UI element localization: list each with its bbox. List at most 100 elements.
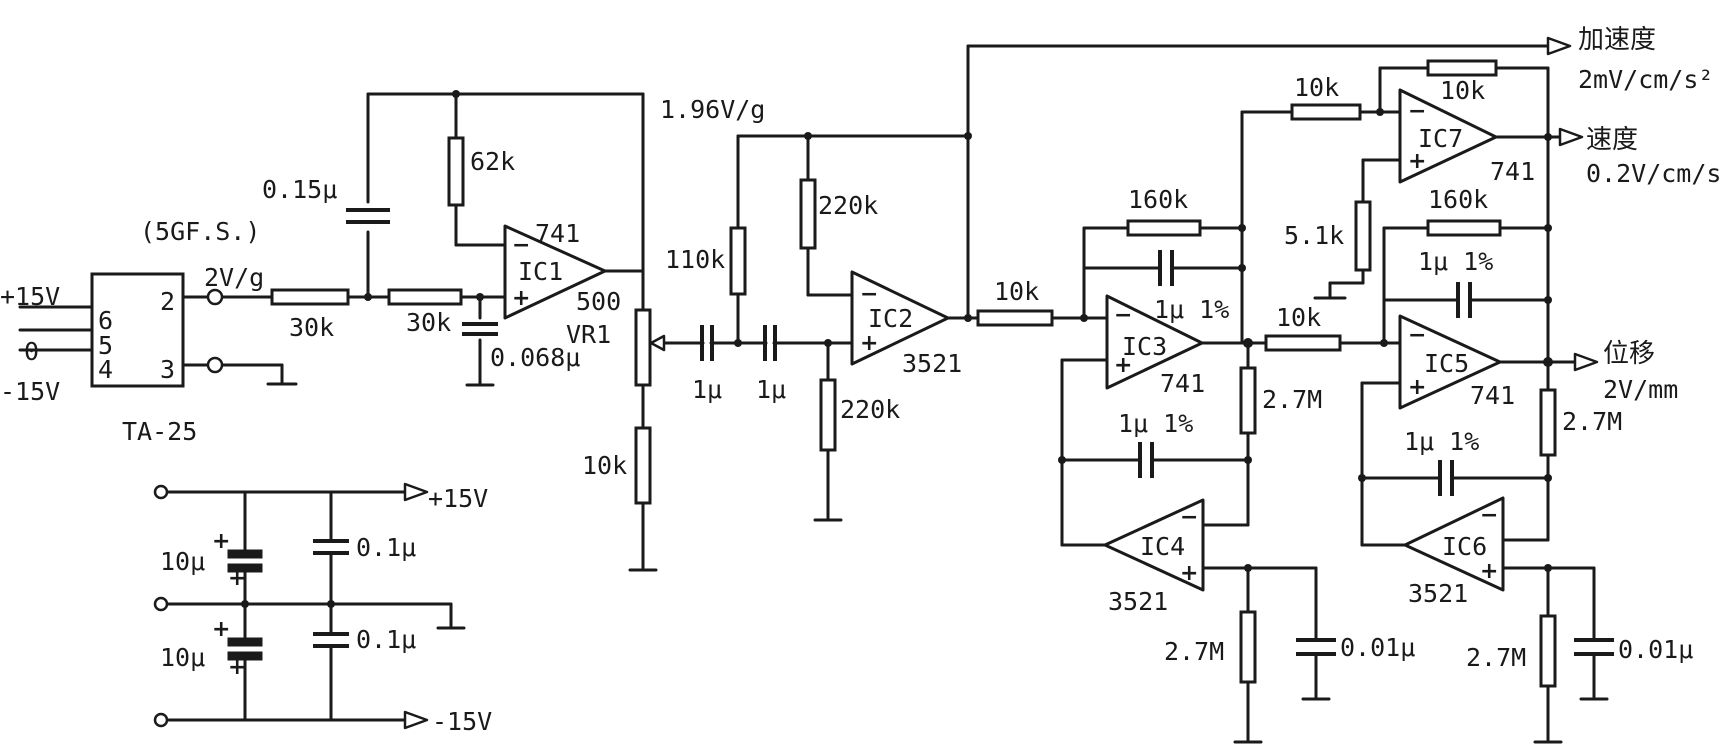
- ic6-type: 3521: [1408, 579, 1468, 608]
- ic2-plus: +: [860, 331, 878, 356]
- wires: [18, 44, 1609, 744]
- c3-label: 1μ: [692, 375, 722, 404]
- r7-label: 220k: [840, 395, 900, 424]
- resistor-r9: [1126, 219, 1202, 237]
- ic6-minus: −: [1480, 503, 1498, 528]
- ic1-label: IC1: [518, 257, 563, 286]
- stage1: 30k 30k 0.15μ 62k 0.068μ − + IC1 741 500…: [262, 95, 765, 505]
- resistor-r18: [1539, 614, 1557, 688]
- ic2-type: 3521: [902, 349, 962, 378]
- cap-p3-label: 0.1μ: [356, 533, 416, 562]
- opamp-ic5: [1398, 314, 1502, 410]
- supply-zero-label: 0: [24, 337, 39, 366]
- cap-p1-plus: +: [212, 529, 230, 554]
- ic5-minus: −: [1408, 323, 1426, 348]
- r14-label: 5.1k: [1284, 221, 1344, 250]
- c9-label: 1μ 1%: [1404, 427, 1479, 456]
- cap-p1-plus2: +: [228, 566, 246, 591]
- resistor-r10: [1239, 366, 1257, 435]
- pot-vr1: [634, 308, 652, 387]
- resistor-r16: [1426, 219, 1502, 237]
- supply-minus15-label: -15V: [0, 377, 60, 406]
- ic6-plus: +: [1480, 559, 1498, 584]
- resistor-r5: [729, 226, 747, 296]
- r2-label: 30k: [406, 308, 451, 337]
- opamp-ic4: [1103, 498, 1205, 592]
- opamp-ic7: [1398, 88, 1498, 184]
- r4-label: 10k: [582, 451, 627, 480]
- ic1-type: 741: [535, 219, 580, 248]
- resistor-r15: [1264, 334, 1342, 352]
- cap-p1-bottom: [227, 563, 263, 573]
- power-neg-terminal: [153, 712, 169, 728]
- r3-label: 62k: [470, 147, 515, 176]
- power-gnd-terminal: [153, 596, 169, 612]
- ic5-type: 741: [1470, 381, 1515, 410]
- resistor-r14: [1354, 200, 1372, 272]
- resistor-r2: [387, 288, 463, 306]
- velocity-arrow-icon: [1558, 127, 1584, 147]
- c7-label: 0.01μ: [1340, 633, 1415, 662]
- neg-arrow-icon: [403, 710, 429, 730]
- sensor-ta25: 6 5 4 2 3 TA-25 (5GF.S.) 2V/g +15V 0 -15…: [0, 217, 264, 446]
- r1-label: 30k: [289, 313, 334, 342]
- r16-label: 160k: [1428, 185, 1488, 214]
- junctions: [241, 90, 1553, 608]
- cap-p2-label: 10μ: [160, 643, 205, 672]
- sensor-pin-6: 6: [98, 306, 113, 335]
- stage3: 10k 160k 1μ 1% − + IC3 741 2.7M 1μ 1% − …: [976, 185, 1415, 684]
- opamp-ic2: [850, 270, 950, 366]
- ic4-minus: −: [1180, 505, 1198, 530]
- resistor-r12: [1290, 103, 1362, 121]
- cap-p2-bottom: [227, 651, 263, 661]
- sensor-ground-terminal: [206, 356, 224, 374]
- ic2-minus: −: [860, 282, 878, 307]
- r12-label: 10k: [1294, 73, 1339, 102]
- r11-label: 2.7M: [1164, 637, 1224, 666]
- resistor-r8: [976, 309, 1054, 327]
- c2-label: 0.068μ: [490, 343, 580, 372]
- ic3-minus: −: [1114, 303, 1132, 328]
- pot-value: 500: [576, 287, 621, 316]
- pos-arrow-icon: [403, 482, 429, 502]
- velocity-label: 速度: [1586, 125, 1638, 155]
- sensor-range: (5GF.S.): [140, 217, 260, 246]
- r9-label: 160k: [1128, 185, 1188, 214]
- supply-plus15-label: +15V: [0, 282, 60, 311]
- ic1-plus: +: [512, 286, 530, 311]
- pot-wiper-arrow: [649, 334, 666, 352]
- ic3-label: IC3: [1122, 332, 1167, 361]
- cap-p2-plus: +: [212, 617, 230, 642]
- ic4-type: 3521: [1108, 587, 1168, 616]
- sensor-sensitivity: 2V/g: [204, 263, 264, 292]
- r13-label: 10k: [1440, 76, 1485, 105]
- cap-p4-label: 0.1μ: [356, 625, 416, 654]
- sensor-pin-2: 2: [160, 287, 175, 316]
- acceleration-label: 加速度: [1578, 25, 1656, 55]
- neg-label: -15V: [432, 707, 492, 736]
- sensor-name: TA-25: [122, 417, 197, 446]
- resistor-r13: [1426, 59, 1498, 77]
- sensor-body: [90, 272, 185, 388]
- ic5-plus: +: [1408, 375, 1426, 400]
- cap-p1-top: [227, 549, 263, 559]
- resistor-r1: [270, 288, 350, 306]
- ic7-label: IC7: [1418, 124, 1463, 153]
- ic5-label: IC5: [1424, 349, 1469, 378]
- r15-label: 10k: [1276, 303, 1321, 332]
- ic3-plus: +: [1114, 353, 1132, 378]
- ic7-minus: −: [1408, 99, 1426, 124]
- outputs: 加速度 2mV/cm/s² 速度 0.2V/cm/s 位移 2V/mm: [1546, 25, 1721, 404]
- cap-p2-plus2: +: [228, 655, 246, 680]
- pot-name: VR1: [566, 320, 611, 349]
- ic4-plus: +: [1180, 561, 1198, 586]
- sensor-pin-4: 4: [98, 355, 113, 384]
- cap-p1-label: 10μ: [160, 547, 205, 576]
- ic1-minus: −: [512, 233, 530, 258]
- ic4-label: IC4: [1140, 532, 1185, 561]
- stage1-sensitivity: 1.96V/g: [660, 95, 765, 124]
- c8-label: 1μ 1%: [1418, 247, 1493, 276]
- resistor-r4: [634, 426, 652, 505]
- stage2: 1μ 1μ 110k 220k 220k − + IC2 3521: [665, 178, 962, 452]
